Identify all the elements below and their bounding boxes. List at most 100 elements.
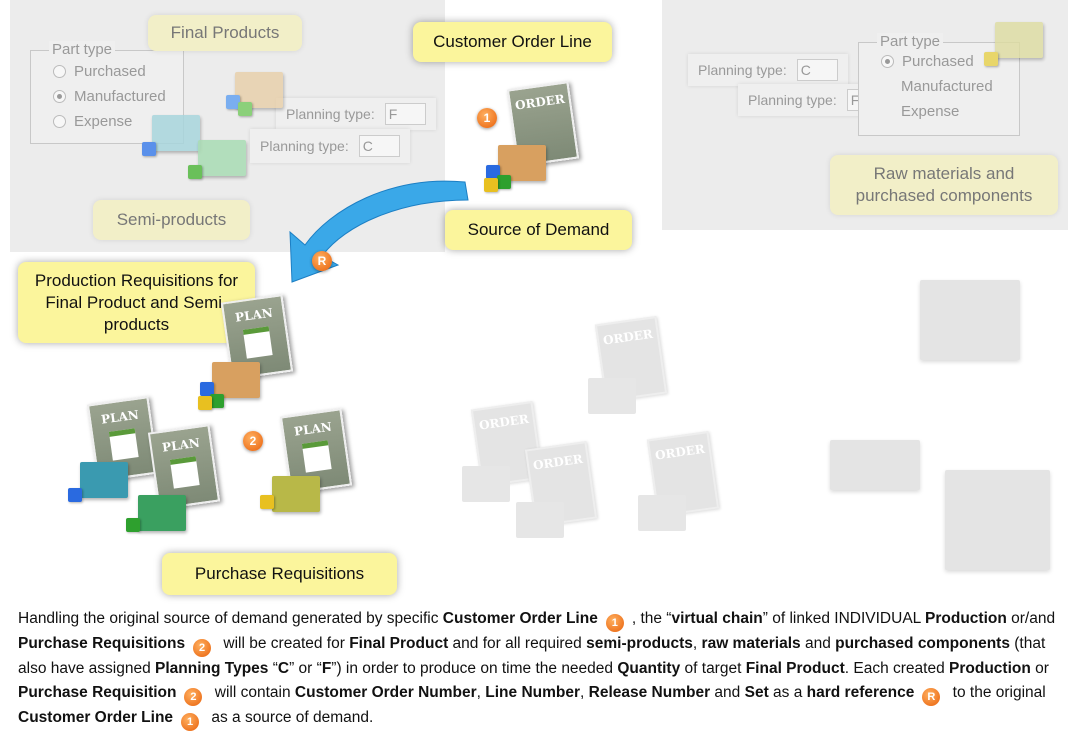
bold-term: Final Product (745, 660, 845, 677)
plan-label: PLAN (100, 407, 140, 427)
bold-term: Set (744, 684, 769, 701)
raw-materials-callout: Raw materials and purchased components (830, 155, 1058, 215)
text-segment: as a (768, 684, 807, 701)
text-segment: as a source of demand. (207, 709, 374, 726)
radio-label: Expense (74, 113, 133, 130)
bold-term: Release Number (588, 684, 711, 701)
text-segment: of target (680, 660, 746, 677)
radio-purchased[interactable]: Purchased (881, 53, 974, 70)
planning-type-label: Planning type: (698, 62, 787, 78)
final-products-callout: Final Products (148, 15, 302, 51)
faded-pallet-icon (920, 280, 1020, 360)
semi-product-box-icon (80, 462, 128, 498)
bold-term: Final Product (349, 635, 449, 652)
cube-icon (260, 495, 274, 509)
badge-2: 2 (243, 431, 263, 451)
text-segment: to the original (948, 684, 1046, 701)
bold-term: Purchase Requisitions (18, 635, 186, 652)
cube-icon (198, 396, 212, 410)
text-segment: , the “ (631, 610, 672, 627)
description-paragraph: Handling the original source of demand g… (18, 607, 1063, 731)
calendar-icon (169, 456, 200, 489)
text-segment: , (580, 684, 589, 701)
bold-term: Purchase Requisition (18, 684, 177, 701)
radio-expense[interactable]: Expense (901, 103, 959, 120)
cube-icon (486, 165, 500, 179)
text-segment: Handling the original source of demand g… (18, 610, 443, 627)
calendar-icon (242, 326, 273, 359)
text-segment: and for all required (448, 635, 587, 652)
text-segment: “ (268, 660, 278, 677)
badge-r: R (312, 251, 332, 271)
faded-box-icon (462, 466, 510, 502)
planning-type-label: Planning type: (748, 92, 837, 108)
production-requisitions-callout: Production Requisitions for Final Produc… (18, 262, 255, 343)
raw-material-box-icon (995, 22, 1043, 58)
badge-2: 2 (184, 688, 203, 706)
radio-label: Purchased (902, 53, 974, 70)
cube-icon (210, 394, 224, 408)
faded-box-icon (638, 495, 686, 531)
faded-box-icon (516, 502, 564, 538)
text-segment: and (800, 635, 836, 652)
cube-icon (200, 382, 214, 396)
faded-box-icon (588, 378, 636, 414)
planning-type-value: F (384, 103, 426, 125)
text-segment: or/and (1006, 610, 1056, 627)
cube-icon (68, 488, 82, 502)
cube-icon (126, 518, 140, 532)
planning-type-value: C (796, 59, 838, 81)
bold-term: Production (949, 660, 1031, 677)
cube-icon (484, 178, 498, 192)
semi-product-box-icon (138, 495, 186, 531)
plan-label: PLAN (161, 435, 201, 455)
semi-products-callout: Semi-products (93, 200, 250, 240)
planning-type-label: Planning type: (260, 138, 349, 154)
source-of-demand-callout: Source of Demand (445, 210, 632, 250)
planning-type-c-field: Planning type: C (688, 54, 848, 86)
planning-type-label: Planning type: (286, 106, 375, 122)
radio-expense[interactable]: Expense (53, 113, 132, 130)
semi-product-box-icon (152, 115, 200, 151)
faded-pallet-icon (945, 470, 1050, 570)
bold-term: purchased components (835, 635, 1010, 652)
part-type-group-left: Part type Purchased Manufactured Expense (30, 41, 184, 144)
cube-icon (226, 95, 240, 109)
text-segment: ” or “ (289, 660, 322, 677)
text-segment: , (476, 684, 486, 701)
bold-term: Customer Order Line (442, 610, 598, 627)
bold-term: F (321, 660, 332, 677)
radio-manufactured[interactable]: Manufactured (53, 88, 166, 105)
radio-label: Manufactured (901, 78, 993, 95)
bold-term: semi-products (586, 635, 693, 652)
radio-label: Expense (901, 103, 960, 120)
badge-1: 1 (477, 108, 497, 128)
cube-icon (188, 165, 202, 179)
plan-label: PLAN (234, 305, 274, 325)
bold-term: Customer Order Line (18, 709, 174, 726)
planning-type-c-field: Planning type:C (250, 129, 410, 163)
badge-1: 1 (181, 713, 200, 731)
bold-term: Line Number (485, 684, 581, 701)
planning-type-f-field: Planning type: F (276, 98, 436, 130)
text-segment: (that also have assigned (18, 635, 1046, 677)
plan-label: PLAN (293, 419, 333, 439)
text-segment: or (1030, 660, 1049, 677)
radio-manufactured[interactable]: Manufactured (901, 78, 993, 95)
cube-icon (497, 175, 511, 189)
radio-purchased[interactable]: Purchased (53, 63, 146, 80)
text-segment: ” of linked INDIVIDUAL (762, 610, 926, 627)
badge-2: 2 (193, 639, 212, 657)
text-segment: . Each created (844, 660, 950, 677)
bold-term: C (277, 660, 290, 677)
raw-material-box-icon (272, 476, 320, 512)
text-segment: , (692, 635, 702, 652)
bold-term: virtual chain (671, 610, 763, 627)
semi-product-box-icon (198, 140, 246, 176)
bold-term: Planning Types (155, 660, 269, 677)
radio-label: Manufactured (74, 88, 166, 105)
part-type-legend: Part type (877, 33, 944, 50)
bold-term: hard reference (806, 684, 915, 701)
cube-icon (238, 102, 252, 116)
text-segment: and (710, 684, 745, 701)
